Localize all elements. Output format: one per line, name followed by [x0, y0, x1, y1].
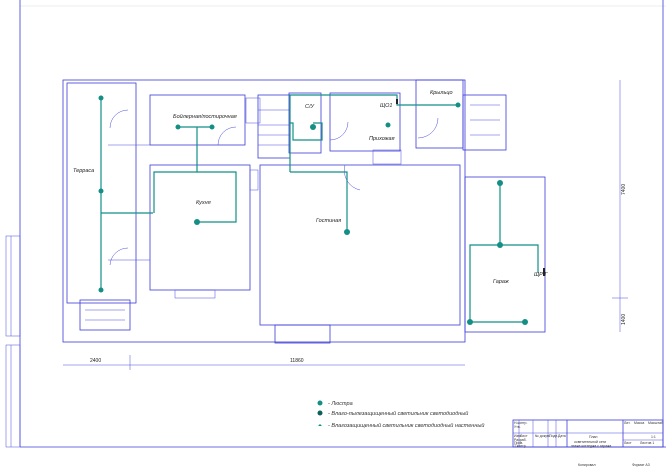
tb-scale: 1:1: [651, 435, 656, 439]
tb-scale-label: Масштаб: [648, 421, 663, 425]
chandelier-icon: [344, 229, 350, 235]
luminaire-icon: [522, 319, 528, 325]
legend: - Люстра - Влаго-пылезащищенный светильн…: [317, 400, 484, 429]
tb-row-label: Т.контр.: [514, 444, 527, 448]
tb-row-label: Разраб.: [514, 438, 527, 442]
tb-header: Лист: [520, 434, 528, 438]
tb-row-label: Утв.: [514, 425, 521, 429]
room-label-terrace: Терраса: [73, 168, 94, 174]
tb-format: Формат А3: [632, 463, 650, 467]
luminaire-icon: [497, 242, 503, 248]
legend-item: - Люстра: [328, 401, 353, 407]
luminaire-icon: [385, 122, 391, 128]
luminaire-icon: [175, 124, 181, 130]
luminaire-icon: [98, 95, 104, 101]
wiring: [100, 94, 539, 323]
room-label-garage: Гараж: [493, 279, 509, 285]
tb-sheets: Листов 1: [640, 441, 654, 445]
tb-header: Изм.: [514, 434, 522, 438]
tb-sheet: Лист: [624, 441, 632, 445]
chandelier-icon: [317, 400, 323, 406]
tb-mass: Масса: [634, 421, 644, 425]
sheet-frame: [5, 0, 666, 448]
stairs: [85, 104, 500, 321]
luminaire-icon: [194, 219, 200, 225]
dim-terrace: 2400: [90, 358, 101, 364]
panel-label-main: ЩО1: [380, 103, 392, 109]
dim-height-garage: 1400: [621, 314, 627, 325]
luminaire-icon: [98, 287, 104, 293]
tb-header: № докум.: [535, 434, 550, 438]
panel-icon: [396, 99, 398, 104]
tb-lit: Лит.: [624, 421, 630, 425]
drawing-title: осветительной сети: [574, 440, 606, 444]
tb-row-label: Н.контр.: [514, 421, 527, 425]
walls: [62, 79, 546, 344]
luminaire-icon: [467, 319, 473, 325]
dimensions: 2400 11860 7400 1400: [63, 80, 628, 370]
tb-header: Подп.: [549, 434, 558, 438]
legend-item: - Влагозащищенный светильник светодиодны…: [328, 422, 484, 429]
room-label-wc: С/У: [305, 104, 315, 110]
luminaire-icon: [98, 188, 104, 194]
wall-led-luminaire-icon: [318, 424, 322, 426]
panel-label-garage: ЩР-Г: [534, 272, 549, 278]
luminaire-icon: [310, 124, 316, 130]
tb-row-label: Пров.: [514, 441, 523, 445]
dim-house: 11860: [290, 358, 304, 364]
legend-item: - Влаго-пылезащищенный светильник светод…: [328, 410, 468, 417]
room-label-kitchen: Кухня: [196, 200, 211, 206]
dim-height-main: 7400: [621, 184, 627, 195]
title-block: Изм. Лист № докум. Подп. Дата Разраб. Пр…: [512, 419, 664, 467]
drawing-title: этажа коттеджа с гаража: [571, 444, 611, 448]
drawing-title: План: [589, 435, 598, 439]
room-label-boiler: Бойлерная/постирочная: [173, 113, 237, 120]
tb-copied: Копировал: [578, 463, 596, 467]
room-label-hall: Прихожая: [369, 136, 395, 142]
luminaire-icon: [497, 180, 503, 186]
room-label-porch: Крыльцо: [430, 90, 453, 96]
tb-header: Дата: [558, 434, 566, 438]
luminaires: [98, 95, 545, 325]
panel-icon: [543, 268, 545, 276]
waterproof-led-luminaire-icon: [317, 410, 323, 416]
luminaire-icon: [455, 102, 461, 108]
room-label-living: Гостиная: [316, 218, 341, 224]
luminaire-icon: [209, 124, 215, 130]
